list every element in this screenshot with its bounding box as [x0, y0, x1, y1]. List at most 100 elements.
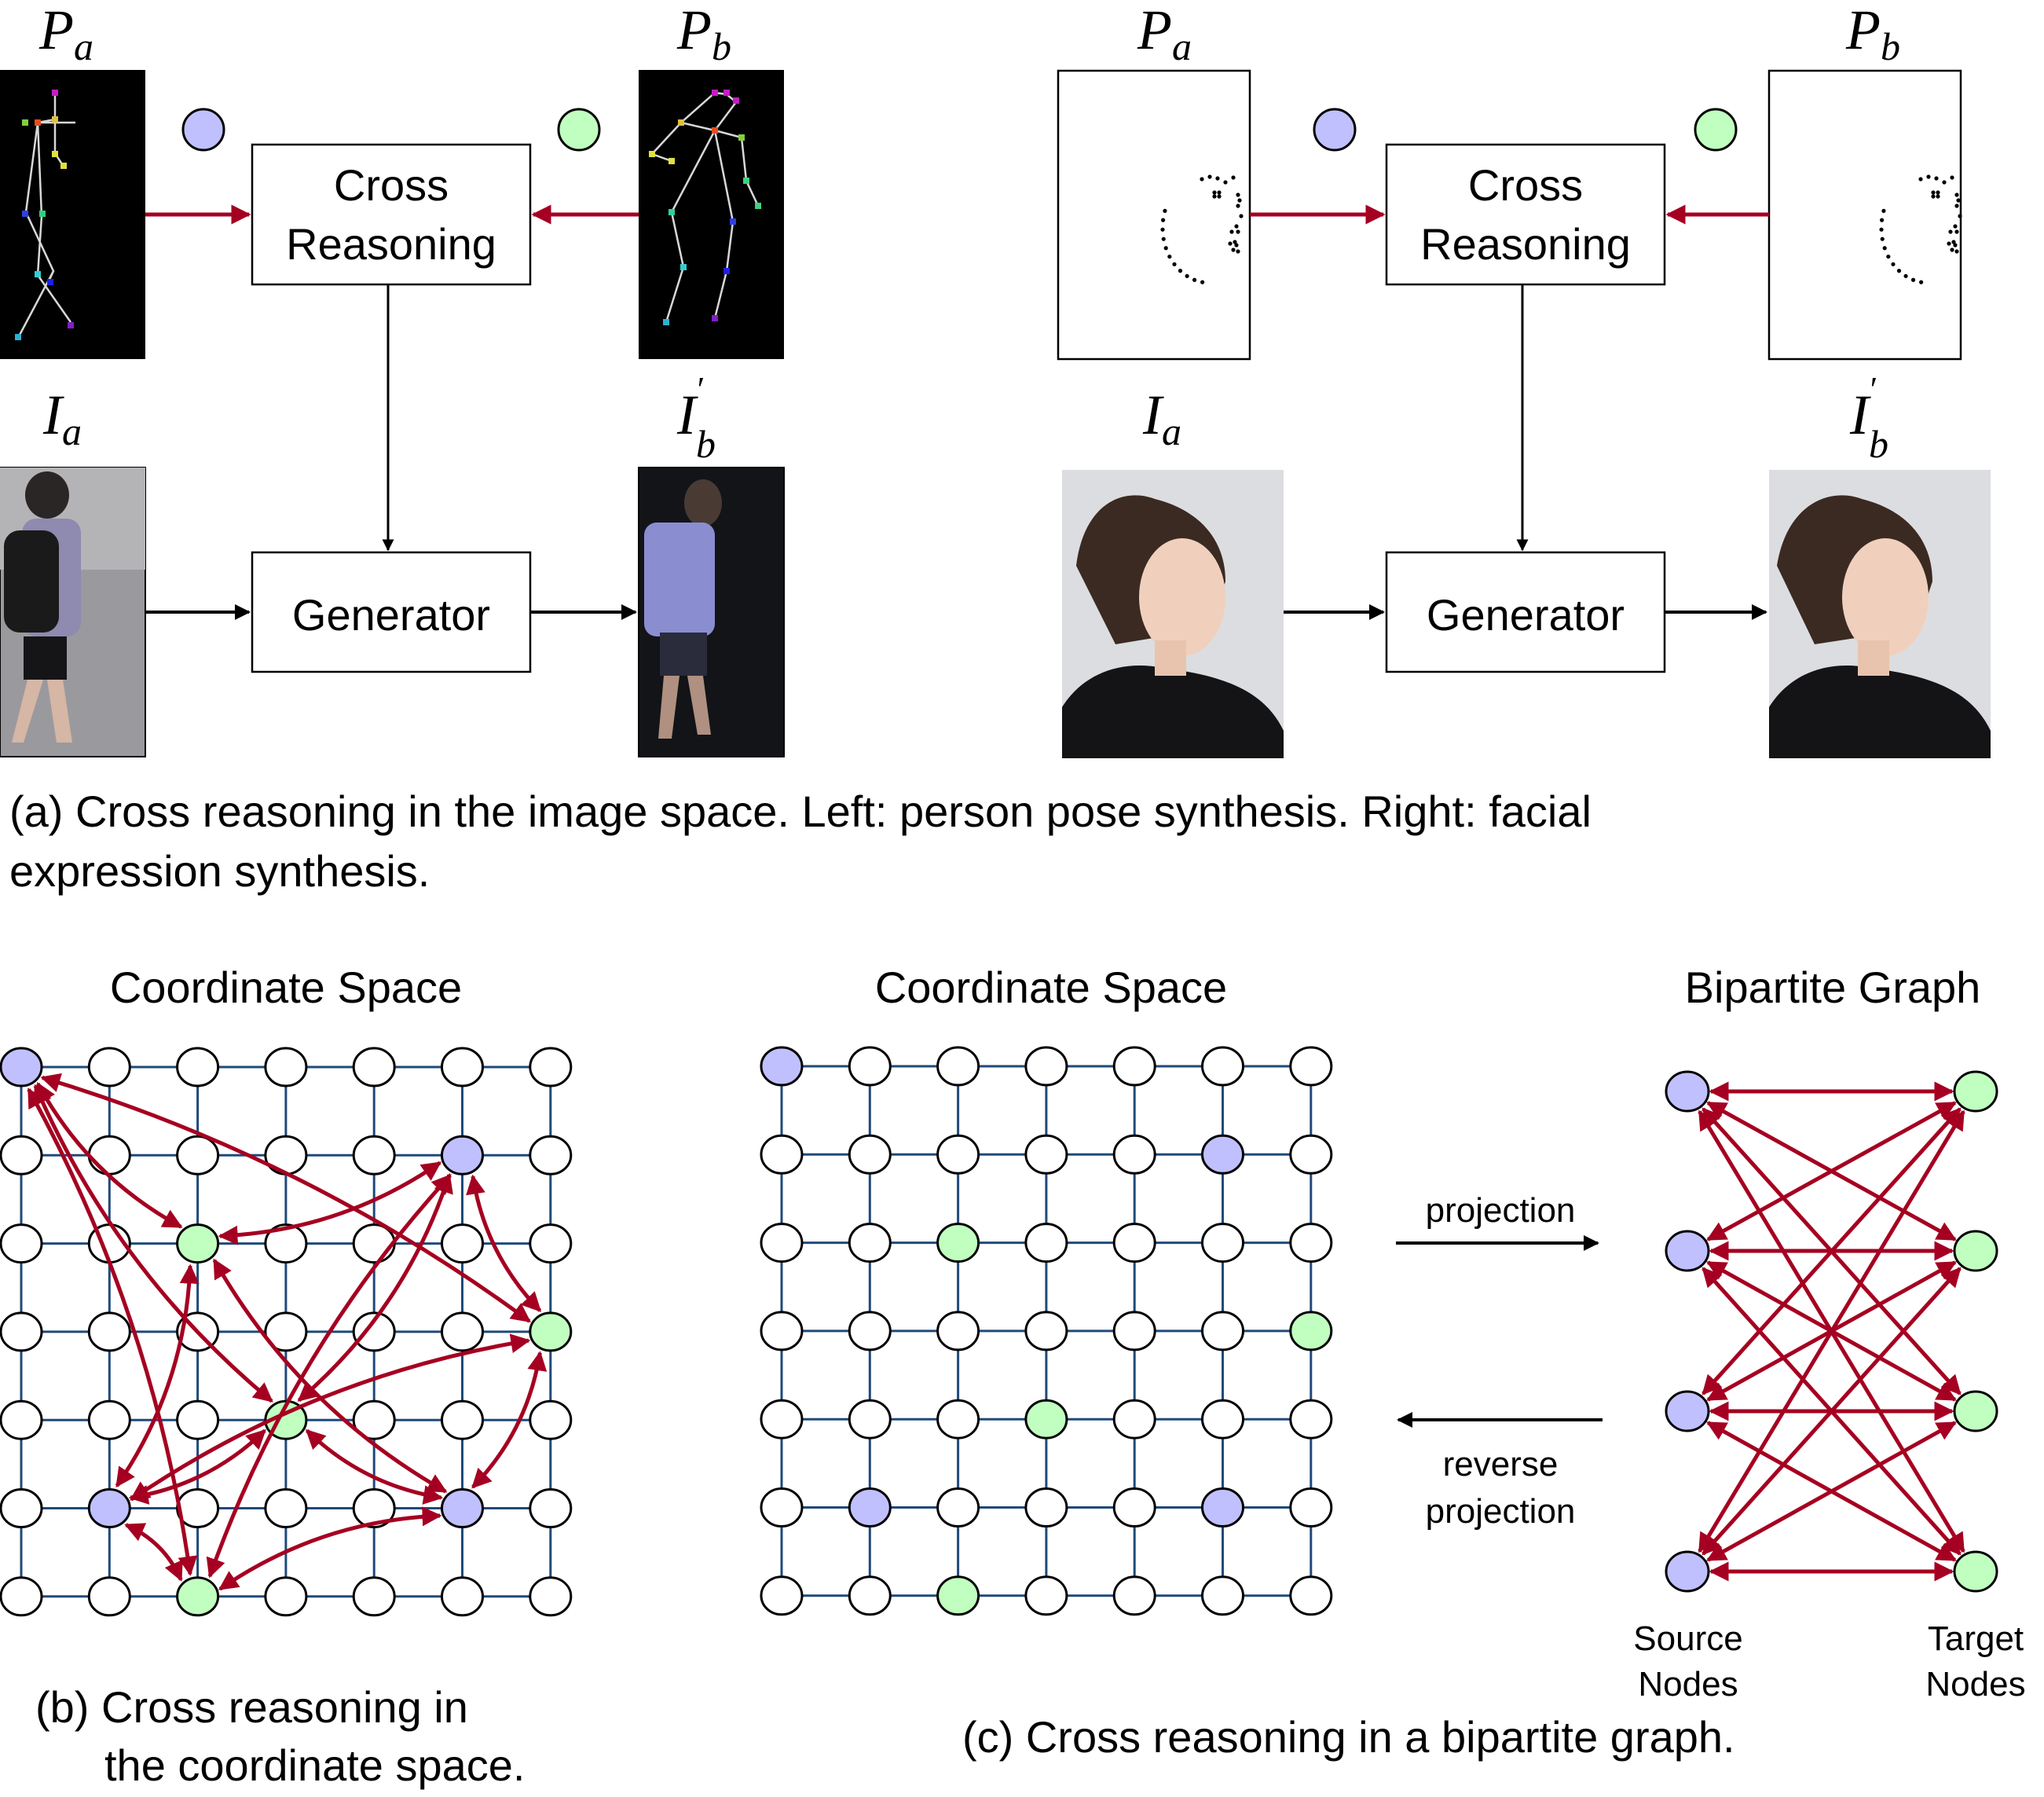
grid-node: [1201, 1046, 1244, 1087]
target-node: [1953, 1230, 1998, 1272]
landmark-point: [1215, 176, 1220, 181]
grid-node: [936, 1046, 980, 1087]
landmark-point: [1879, 218, 1885, 222]
landmark-point: [1212, 190, 1217, 195]
projection-label: projection: [1426, 1191, 1576, 1230]
grid-node: [1201, 1575, 1244, 1616]
landmark-point: [1178, 269, 1183, 273]
landmark-point: [1891, 262, 1896, 266]
reverse-projection-label-2: projection: [1426, 1492, 1576, 1531]
grid-node: [848, 1399, 892, 1439]
grid-node: [529, 1399, 573, 1440]
grid-node: [441, 1311, 484, 1352]
grid-node: [264, 1488, 308, 1528]
landmark-point: [1947, 241, 1951, 246]
grid-node: [352, 1576, 396, 1617]
bipartite-title: Bipartite Graph: [1685, 963, 1981, 1012]
grid-node: [0, 1223, 43, 1264]
landmark-point: [1207, 174, 1212, 179]
grid-node: [1112, 1487, 1156, 1527]
grid-node: [1112, 1399, 1156, 1439]
grid-node: [529, 1135, 573, 1175]
grid-node: [176, 1047, 220, 1087]
face-photo-generated: [1769, 470, 1991, 758]
grid-node: [760, 1223, 804, 1263]
grid-node: [1289, 1223, 1333, 1263]
landmark-point: [1881, 208, 1886, 213]
caption-c: (c) Cross reasoning in a bipartite graph…: [962, 1712, 1735, 1762]
grid-node: [1289, 1399, 1333, 1439]
target-node: [1953, 1070, 1998, 1113]
landmark-point: [1903, 273, 1908, 278]
landmark-point: [1192, 277, 1197, 282]
panel-b-title: Coordinate Space: [110, 963, 462, 1012]
landmark-point: [1234, 224, 1239, 229]
target-node: [1024, 1399, 1068, 1439]
landmark-image-source: [1057, 69, 1251, 361]
landmark-point: [1163, 208, 1167, 213]
source-indicator-icon: [181, 108, 225, 152]
grid-node: [0, 1135, 43, 1175]
grid-node: [1289, 1575, 1333, 1616]
landmark-point: [1954, 229, 1959, 234]
relation-edge: [218, 1506, 442, 1591]
landmark-point: [1228, 241, 1233, 246]
grid-node: [1112, 1311, 1156, 1351]
label-ib-prime: Ib′: [676, 370, 716, 466]
caption-a-line2: expression synthesis.: [9, 846, 430, 896]
source-node: [1201, 1134, 1244, 1175]
grid-node: [529, 1488, 573, 1528]
cross-reasoning-label-1: Cross: [334, 160, 449, 210]
landmark-point: [1942, 180, 1947, 185]
landmark-point: [1931, 190, 1936, 195]
landmark-point: [1229, 229, 1234, 234]
grid-node: [936, 1134, 980, 1175]
grid-node: [848, 1223, 892, 1263]
grid-node: [264, 1135, 308, 1175]
grid-node: [760, 1487, 804, 1527]
target-node: [529, 1311, 573, 1352]
grid-node: [1289, 1046, 1333, 1087]
label-ib-prime: Ib′: [1849, 370, 1888, 466]
cross-reasoning-label-2: Reasoning: [1420, 219, 1631, 269]
landmark-point: [1954, 249, 1959, 254]
landmark-point: [1926, 174, 1931, 179]
grid-node: [936, 1399, 980, 1439]
landmark-point: [1934, 176, 1939, 181]
source-node: [1665, 1230, 1710, 1272]
landmark-point: [1882, 246, 1887, 251]
source-nodes-label-1: Source: [1633, 1619, 1742, 1658]
target-node: [1953, 1390, 1998, 1432]
cross-reasoning-label-2: Reasoning: [286, 219, 496, 269]
grid-node: [87, 1399, 131, 1440]
relation-edge: [305, 1428, 444, 1505]
landmark-point: [1918, 177, 1923, 182]
grid-node: [1024, 1046, 1068, 1087]
target-nodes-label-2: Nodes: [1925, 1665, 2025, 1703]
landmark-point: [1200, 280, 1205, 284]
grid-node: [441, 1047, 484, 1087]
landmark-point: [1236, 229, 1240, 234]
landmark-point: [1936, 194, 1940, 199]
grid-node: [1289, 1487, 1333, 1527]
label-pa: Pa: [38, 0, 93, 68]
landmark-point: [1954, 204, 1959, 208]
source-node: [441, 1488, 484, 1528]
grid-node: [760, 1134, 804, 1175]
grid-node: [848, 1311, 892, 1351]
face-photo-source: [1062, 470, 1284, 758]
landmark-point: [1954, 193, 1959, 197]
landmark-point: [1953, 243, 1958, 248]
target-indicator-icon: [1694, 108, 1738, 152]
grid-node: [352, 1135, 396, 1175]
caption-b-line1: (b) Cross reasoning in: [35, 1682, 468, 1732]
pose-image-source: [0, 70, 145, 359]
grid-node: [760, 1311, 804, 1351]
source-node: [1201, 1487, 1244, 1527]
target-node: [1289, 1311, 1333, 1351]
landmark-point: [1880, 237, 1885, 241]
landmark-point: [1953, 224, 1958, 229]
caption-b-line2: the coordinate space.: [104, 1740, 525, 1790]
relation-edge: [115, 1263, 200, 1488]
